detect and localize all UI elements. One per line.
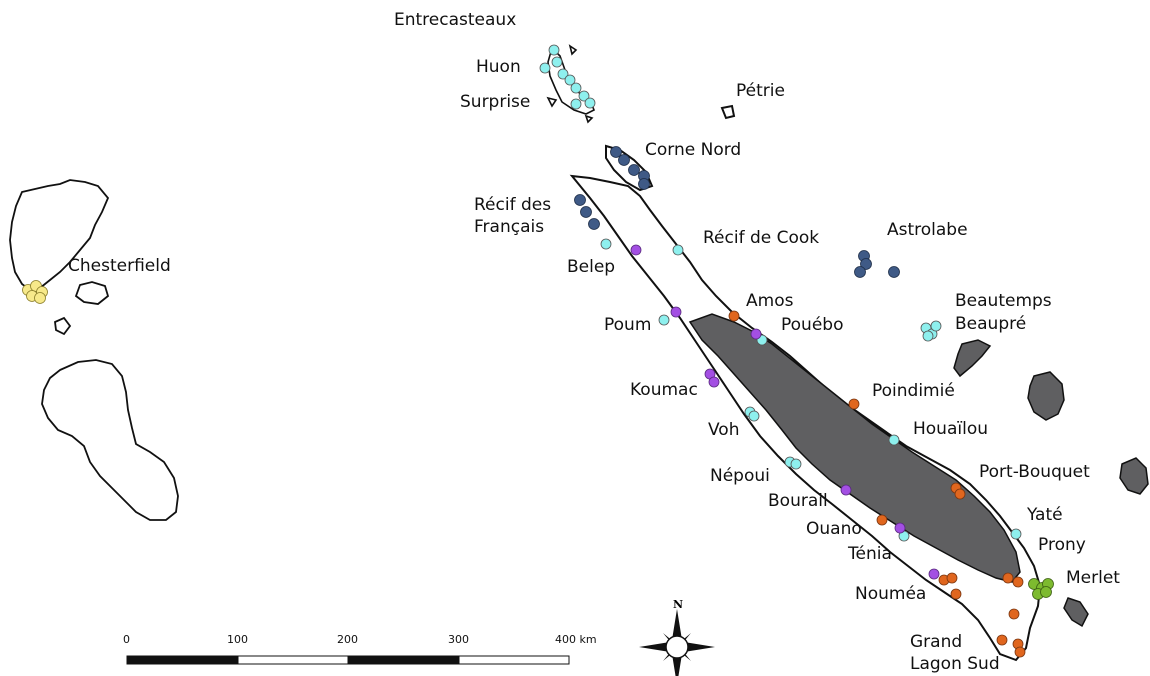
north-label: N bbox=[673, 598, 684, 611]
label-beautemps-beaupre: Beautemps Beaupré bbox=[955, 291, 1052, 334]
label-koumac: Koumac bbox=[630, 380, 698, 400]
north-arrow-icon bbox=[639, 609, 715, 676]
scale-tick-400-km: 400 km bbox=[555, 633, 597, 646]
label-grand-lagon-sud: Grand Lagon Sud bbox=[910, 632, 1000, 674]
label-recif-des-francais: Récif des Français bbox=[474, 195, 552, 237]
label-bourail: Bourail bbox=[768, 491, 828, 511]
label-surprise: Surprise bbox=[460, 92, 531, 112]
label-petrie: Pétrie bbox=[736, 81, 785, 101]
label-voh: Voh bbox=[708, 420, 740, 440]
label-corne-nord: Corne Nord bbox=[645, 140, 742, 160]
label-prony: Prony bbox=[1038, 535, 1086, 555]
scale-tick-100: 100 bbox=[227, 633, 248, 646]
label-entrecasteaux: Entrecasteaux bbox=[394, 10, 517, 30]
label-astrolabe: Astrolabe bbox=[887, 220, 968, 240]
label-poum: Poum bbox=[604, 315, 652, 335]
label-amos: Amos bbox=[746, 291, 794, 311]
loyalty-islands bbox=[953, 339, 1149, 495]
label-recif-de-cook: Récif de Cook bbox=[703, 228, 820, 248]
scale-tick-300: 300 bbox=[448, 633, 469, 646]
label-huon: Huon bbox=[476, 57, 521, 77]
label-chesterfield: Chesterfield bbox=[68, 256, 171, 276]
label-noumea: Nouméa bbox=[855, 584, 927, 604]
label-houailou: Houaïlou bbox=[913, 419, 988, 439]
label-yate: Yaté bbox=[1027, 505, 1063, 525]
petrie-reef bbox=[720, 104, 736, 120]
sites-purple bbox=[630, 244, 940, 580]
sites-yellow bbox=[22, 280, 48, 304]
label-port-bouquet: Port-Bouquet bbox=[979, 462, 1090, 482]
label-belep: Belep bbox=[567, 257, 616, 277]
label-nepoui: Népoui bbox=[710, 466, 770, 486]
sites-orange bbox=[728, 310, 1026, 658]
label-tenia: Ténia bbox=[848, 544, 892, 564]
sites-light-blue bbox=[539, 44, 1022, 542]
scale-tick-200: 200 bbox=[337, 633, 358, 646]
sites-dark-blue bbox=[574, 146, 900, 278]
label-ouano: Ouano bbox=[806, 519, 862, 539]
sites-green bbox=[1028, 578, 1054, 600]
scale-tick-0: 0 bbox=[123, 633, 130, 646]
scale-bar bbox=[126, 655, 570, 665]
label-pouebo: Pouébo bbox=[781, 315, 844, 335]
isle-of-pines bbox=[1063, 597, 1089, 628]
label-merlet: Merlet bbox=[1066, 568, 1120, 588]
label-poindimie: Poindimié bbox=[872, 381, 955, 401]
chesterfield-reefs bbox=[9, 179, 179, 521]
